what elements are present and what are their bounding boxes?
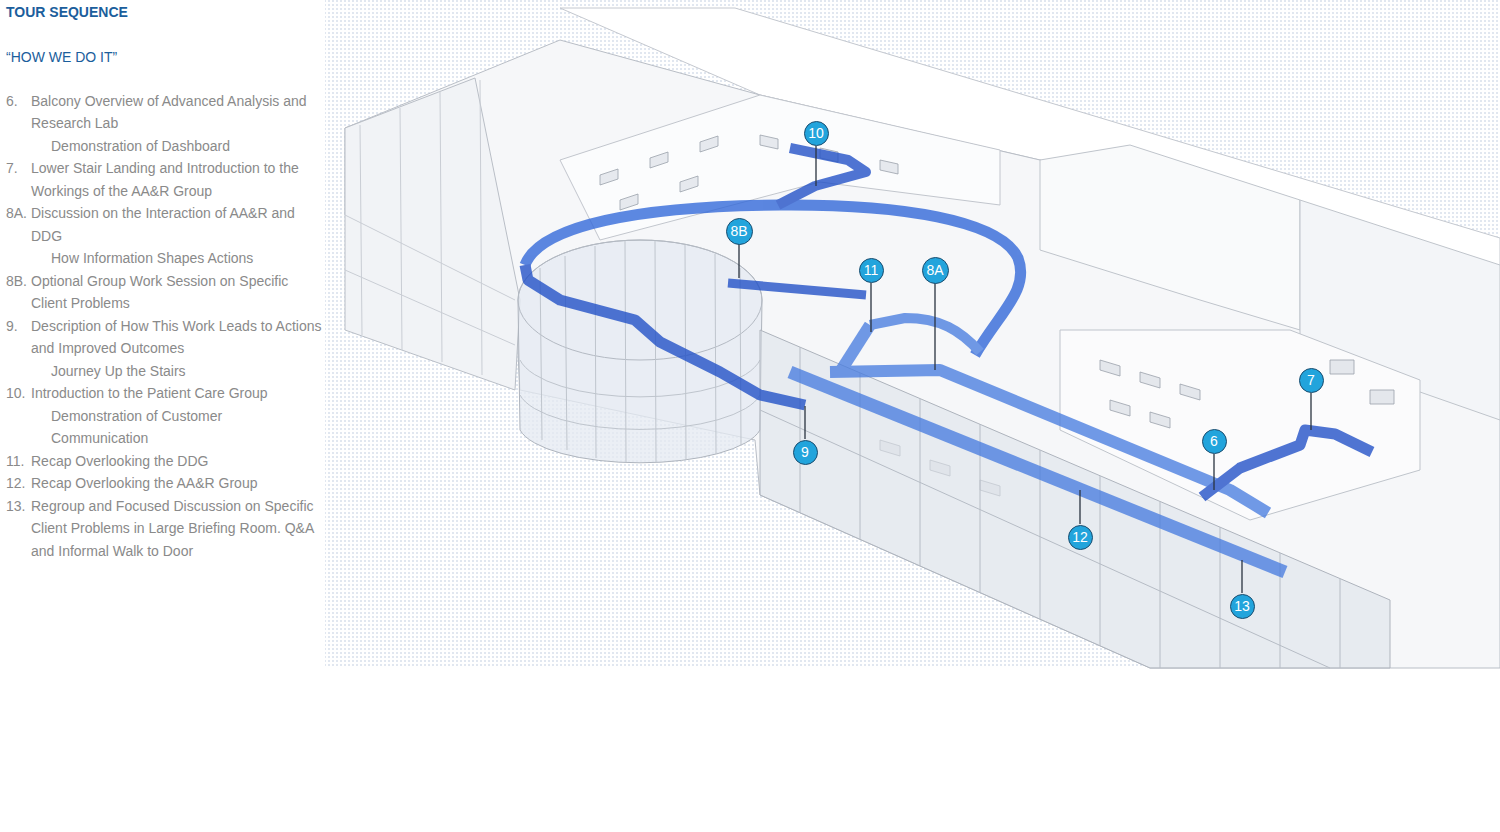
tour-path	[1202, 430, 1372, 497]
callout-number: 6	[1202, 429, 1227, 454]
step-number: 6.	[6, 90, 31, 135]
step-number: 9.	[6, 315, 31, 360]
left-wing	[345, 78, 520, 390]
step-text: Introduction to the Patient Care Group	[31, 382, 322, 405]
floor-plate	[345, 40, 1500, 668]
callout-number: 12	[1068, 525, 1093, 550]
step-text: Balcony Overview of Advanced Analysis an…	[31, 90, 322, 135]
step-text: Recap Overlooking the AA&R Group	[31, 472, 322, 495]
step-number: 13.	[6, 495, 31, 563]
front-facade	[760, 330, 1390, 668]
tour-path	[870, 318, 980, 352]
title: TOUR SEQUENCE	[6, 1, 322, 24]
step-text: Description of How This Work Leads to Ac…	[31, 315, 322, 360]
callout-text: 8A	[926, 262, 943, 278]
step-number: 12.	[6, 472, 31, 495]
callout-text: 7	[1307, 372, 1315, 388]
callout-text: 8B	[730, 223, 747, 239]
step-number: 8A.	[6, 202, 31, 247]
step-detail: Demonstration of Customer Communication	[31, 405, 322, 450]
subtitle: “HOW WE DO IT”	[6, 46, 322, 69]
callout-number: 13	[1230, 594, 1255, 619]
tour-path	[790, 372, 1285, 572]
callout-number: 11	[859, 258, 884, 283]
step-detail: Demonstration of Dashboard	[31, 135, 322, 158]
callout-number: 10	[804, 121, 829, 146]
callout-number: 9	[793, 440, 818, 465]
callout-text: 10	[808, 125, 824, 141]
left-wing-windows	[345, 80, 515, 375]
tour-path	[778, 148, 866, 205]
callout-number: 8B	[726, 218, 753, 245]
step-text: Recap Overlooking the DDG	[31, 450, 322, 473]
callout-number: 7	[1299, 368, 1324, 393]
meeting-room	[1040, 145, 1300, 330]
step-detail: Journey Up the Stairs	[31, 360, 322, 383]
tour-path	[728, 283, 866, 295]
callout-text: 11	[864, 262, 879, 278]
callout-text: 12	[1072, 529, 1088, 545]
step-text: Discussion on the Interaction of AA&R an…	[31, 202, 322, 247]
tour-path	[840, 325, 870, 372]
tour-list: TOUR SEQUENCE “HOW WE DO IT” 6.Balcony Ove…	[6, 1, 322, 562]
step-number: 11.	[6, 450, 31, 473]
facade-mullions	[760, 347, 1340, 668]
dotted-ground	[325, 0, 1500, 668]
step-number: 10.	[6, 382, 31, 405]
leader-line	[739, 146, 1311, 593]
callout-number: 8A	[922, 257, 949, 284]
callout-text: 13	[1234, 598, 1250, 614]
step-number: 7.	[6, 157, 31, 202]
step-text: Regroup and Focused Discussion on Specif…	[31, 495, 322, 563]
step-text: Optional Group Work Session on Specific …	[31, 270, 322, 315]
atrium-glass	[518, 240, 762, 463]
desks	[600, 135, 898, 210]
callout-text: 6	[1210, 433, 1218, 449]
step-detail: How Information Shapes Actions	[31, 247, 322, 270]
tour-path	[525, 205, 1021, 355]
callout-text: 9	[801, 444, 809, 460]
atrium-mullions	[520, 241, 760, 462]
step-number: 8B.	[6, 270, 31, 315]
step-text: Lower Stair Landing and Introduction to …	[31, 157, 322, 202]
